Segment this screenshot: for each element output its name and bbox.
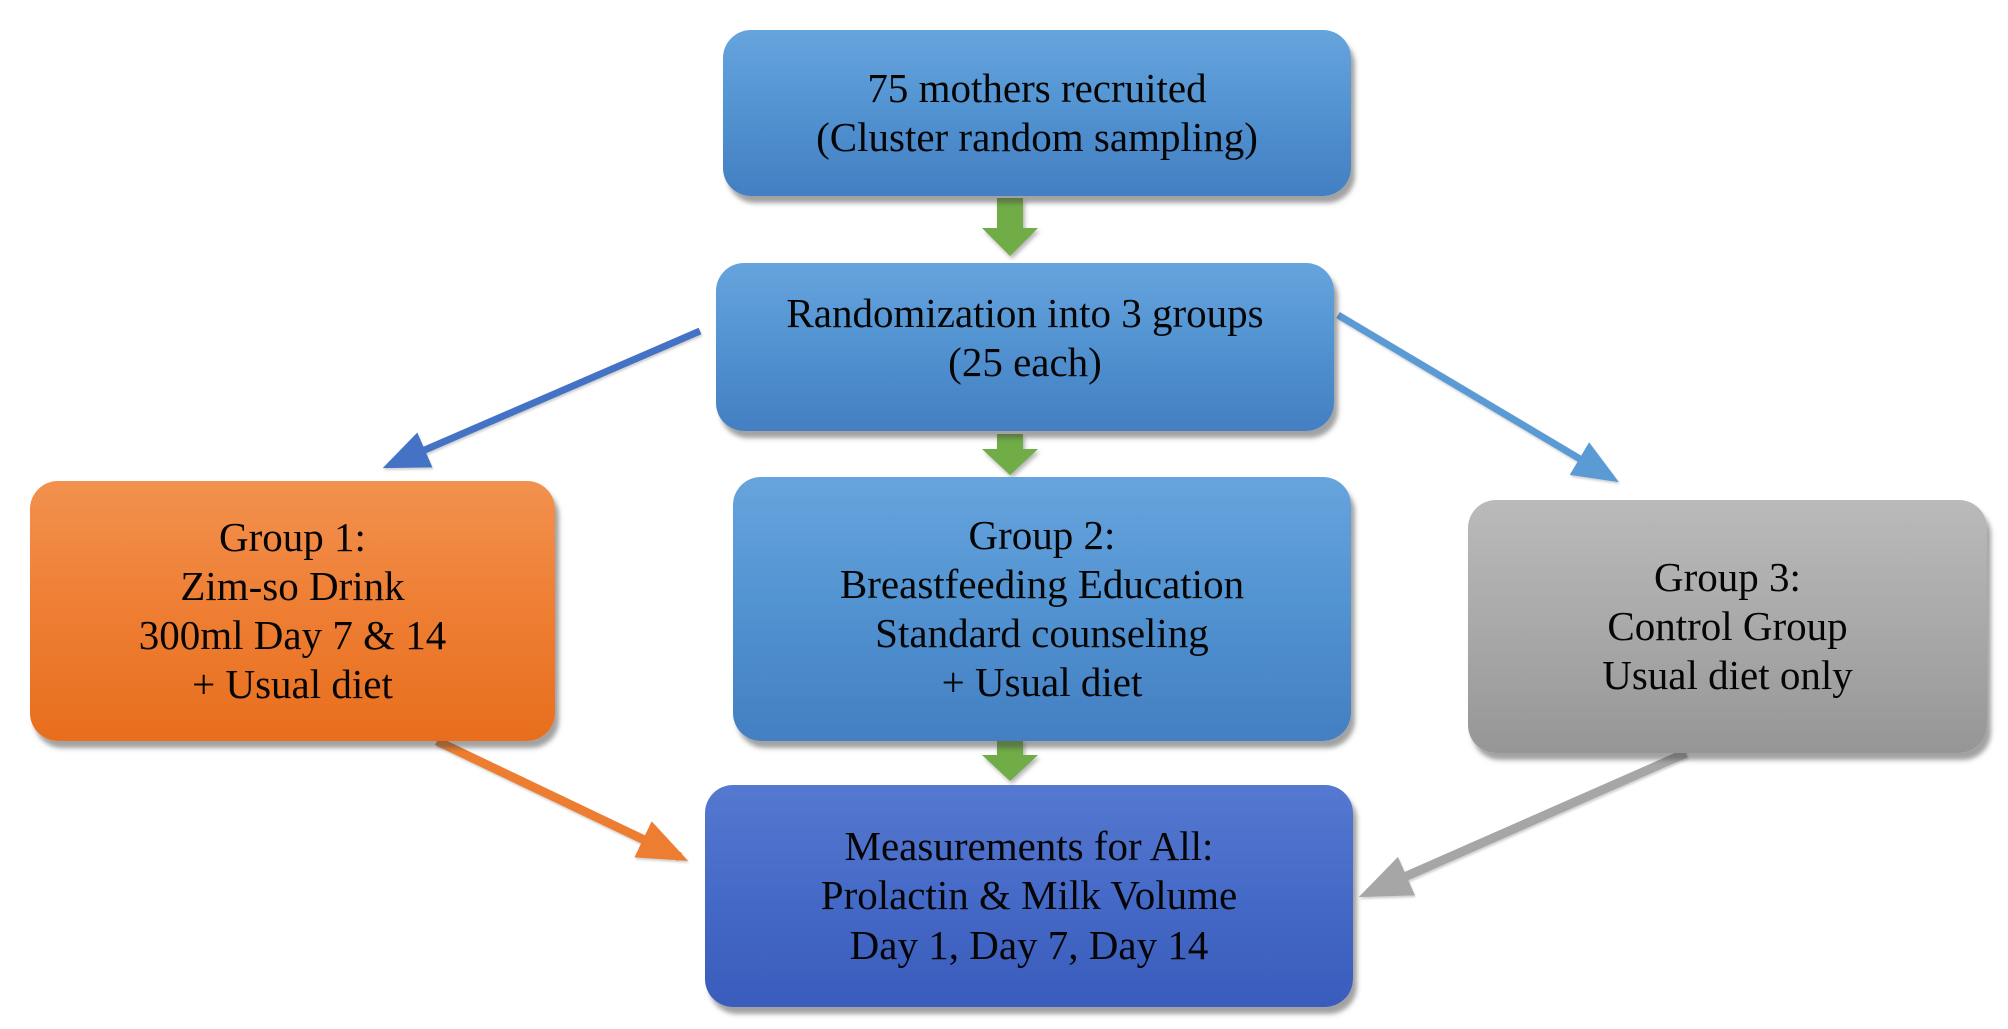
arrow-randomization-to-group2 <box>982 434 1038 475</box>
arrow-recruited-to-randomization <box>982 198 1038 256</box>
node-line: Day 1, Day 7, Day 14 <box>849 921 1209 968</box>
arrow-group3-to-measurements <box>1358 748 1688 898</box>
node-randomization: Randomization into 3 groups (25 each) <box>716 263 1334 431</box>
node-group2: Group 2: Breastfeeding Education Standar… <box>733 477 1351 741</box>
node-group1: Group 1: Zim-so Drink 300ml Day 7 & 14 +… <box>30 481 555 741</box>
node-line: + Usual diet <box>192 661 393 708</box>
node-line: 75 mothers recruited <box>867 64 1207 111</box>
node-line: + Usual diet <box>941 659 1143 706</box>
node-line: Group 3: <box>1654 553 1801 600</box>
node-measurements: Measurements for All: Prolactin & Milk V… <box>705 785 1353 1007</box>
arrow-randomization-to-group3 <box>1336 311 1619 483</box>
node-line: (Cluster random sampling) <box>816 114 1258 160</box>
node-line: Usual diet only <box>1602 652 1853 699</box>
node-line: Control Group <box>1607 602 1848 649</box>
node-line: Group 2: <box>968 511 1116 558</box>
node-line: Group 1: <box>219 513 366 560</box>
node-line: Randomization into 3 groups <box>786 290 1264 336</box>
node-line: Measurements for All: <box>844 823 1214 870</box>
node-recruited: 75 mothers recruited (Cluster random sam… <box>723 30 1351 196</box>
node-line: 300ml Day 7 & 14 <box>138 612 447 658</box>
arrow-group2-to-measurements <box>982 739 1038 781</box>
node-line: Standard counseling <box>875 610 1209 656</box>
arrow-randomization-to-group1 <box>382 327 702 469</box>
node-line: Breastfeeding Education <box>839 560 1245 607</box>
node-group3: Group 3: Control Group Usual diet only <box>1468 500 1987 753</box>
arrow-group1-to-measurements <box>435 736 689 862</box>
node-line: Zim-so Drink <box>180 562 405 609</box>
node-line: Prolactin & Milk Volume <box>820 872 1238 919</box>
node-line: (25 each) <box>948 339 1102 386</box>
